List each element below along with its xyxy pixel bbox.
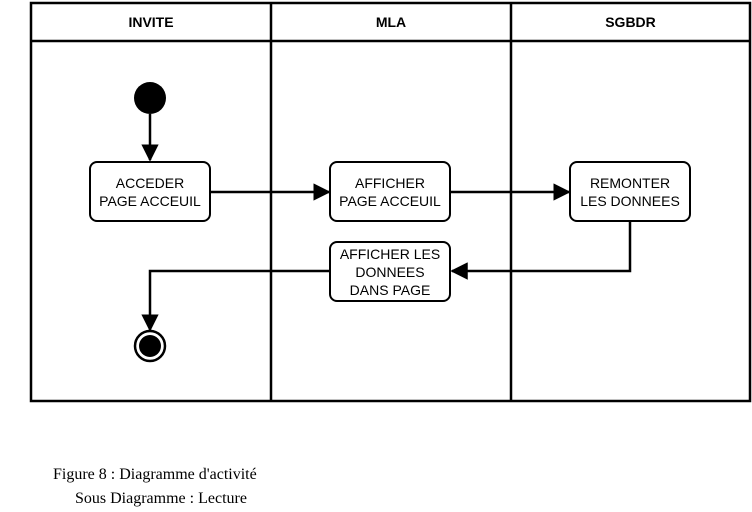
final-node-core — [139, 335, 161, 357]
swimlane-frame — [29, 1, 752, 403]
flow-afficher-donnees-to-end — [141, 269, 330, 332]
action-remonter-les-donnees: REMONTER LES DONNEES — [569, 161, 691, 222]
action-afficher-page-accueil: AFFICHER PAGE ACCEUIL — [329, 161, 451, 222]
action-afficher-donnees-dans-page: AFFICHER LES DONNEES DANS PAGE — [329, 241, 451, 302]
figure-caption-title: Figure 8 : Diagramme d'activité — [53, 466, 257, 483]
lane-header-mla: MLA — [375, 14, 407, 30]
diagram-lines — [29, 1, 752, 403]
initial-node — [134, 82, 166, 114]
lane-header-sgbdr: SGBDR — [605, 14, 656, 30]
action-acceder-page-accueil: ACCEDER PAGE ACCEUIL — [89, 161, 211, 222]
flow-remonter-to-afficher-donnees — [450, 222, 632, 280]
activity-diagram: INVITE MLA SGBDR ACCEDER PAGE ACCEUIL AF… — [29, 1, 752, 403]
lane-header-invite: INVITE — [128, 14, 174, 30]
figure-caption-subtitle: Sous Diagramme : Lecture — [75, 490, 247, 507]
